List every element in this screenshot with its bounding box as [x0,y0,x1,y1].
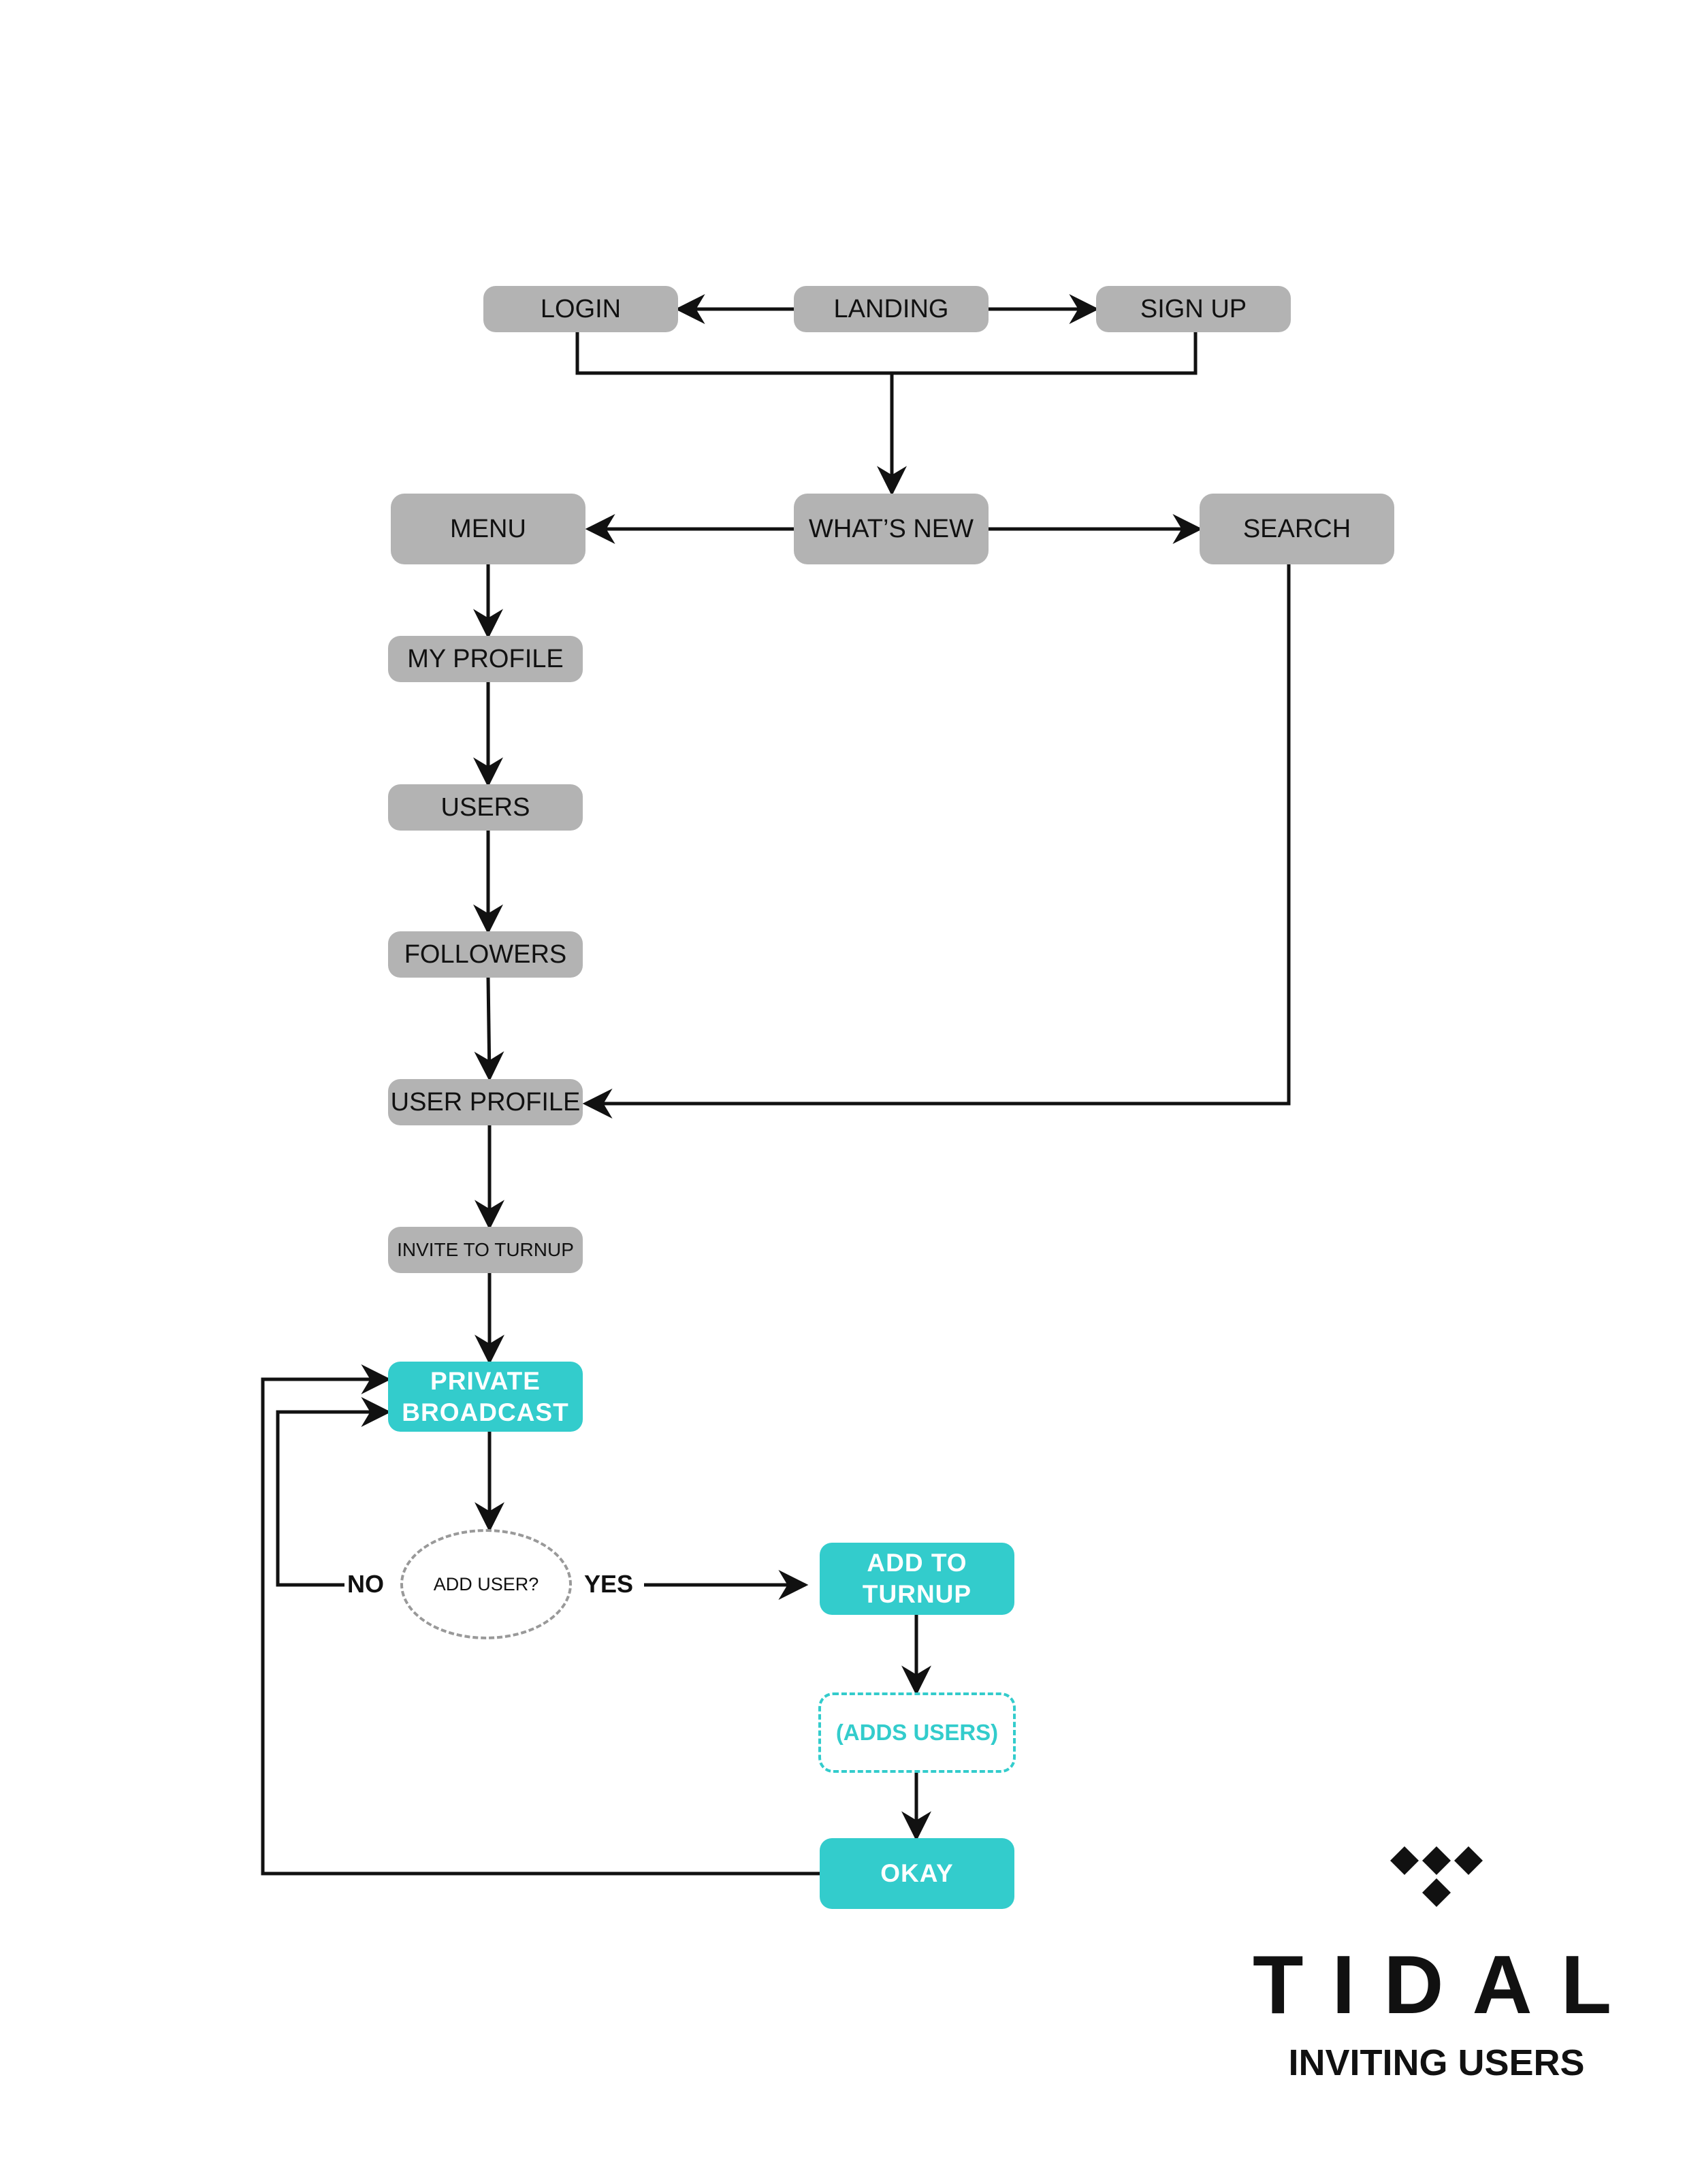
edge-no-loop [276,1397,391,1587]
node-followers-label: FOLLOWERS [404,940,567,969]
node-my-profile-label: MY PROFILE [407,644,564,673]
node-private-broadcast-label: PRIVATE BROADCAST [402,1366,569,1426]
node-my-profile: MY PROFILE [388,636,583,682]
page-subtitle: INVITING USERS [1288,2042,1585,2083]
edge-okay-loop [261,1364,820,1876]
node-sign-up: SIGN UP [1096,286,1291,332]
node-add-to-turnup: ADD TO TURNUP [820,1543,1014,1615]
node-user-profile-label: USER PROFILE [390,1087,581,1117]
node-user-profile: USER PROFILE [388,1079,583,1125]
edge-login-merge [575,332,1198,375]
node-search-label: SEARCH [1242,514,1351,543]
node-users: USERS [388,784,583,831]
node-invite-to-turnup: INVITE TO TURNUP [388,1227,583,1273]
brand-name: TIDAL [1253,1938,1641,2031]
node-okay-label: OKAY [880,1859,954,1887]
node-login: LOGIN [483,286,678,332]
tidal-diamond-logo-icon [1390,1846,1483,1907]
node-users-label: USERS [440,792,530,822]
node-add-user-decision: ADD USER? [400,1529,572,1639]
node-menu: MENU [391,494,585,564]
edge-search-userprofile [582,564,1291,1119]
node-whats-new: WHAT’S NEW [794,494,989,564]
node-add-to-turnup-label: ADD TO TURNUP [862,1549,972,1608]
node-menu-label: MENU [450,514,526,543]
node-private-broadcast: PRIVATE BROADCAST [388,1362,583,1432]
edge-followers-userprofile [474,977,504,1082]
node-login-label: LOGIN [540,294,622,323]
node-invite-to-turnup-label: INVITE TO TURNUP [397,1239,574,1260]
label-yes: YES [584,1570,634,1598]
node-landing-label: LANDING [833,294,949,323]
node-search: SEARCH [1200,494,1394,564]
node-whats-new-label: WHAT’S NEW [808,514,974,543]
node-okay: OKAY [820,1838,1014,1909]
node-adds-users-label: (ADDS USERS) [835,1720,999,1745]
node-add-user-decision-label: ADD USER? [433,1573,539,1594]
node-sign-up-label: SIGN UP [1140,294,1247,323]
node-landing: LANDING [794,286,989,332]
label-no: NO [347,1570,384,1598]
node-followers: FOLLOWERS [388,931,583,978]
node-adds-users: (ADDS USERS) [818,1692,1016,1773]
